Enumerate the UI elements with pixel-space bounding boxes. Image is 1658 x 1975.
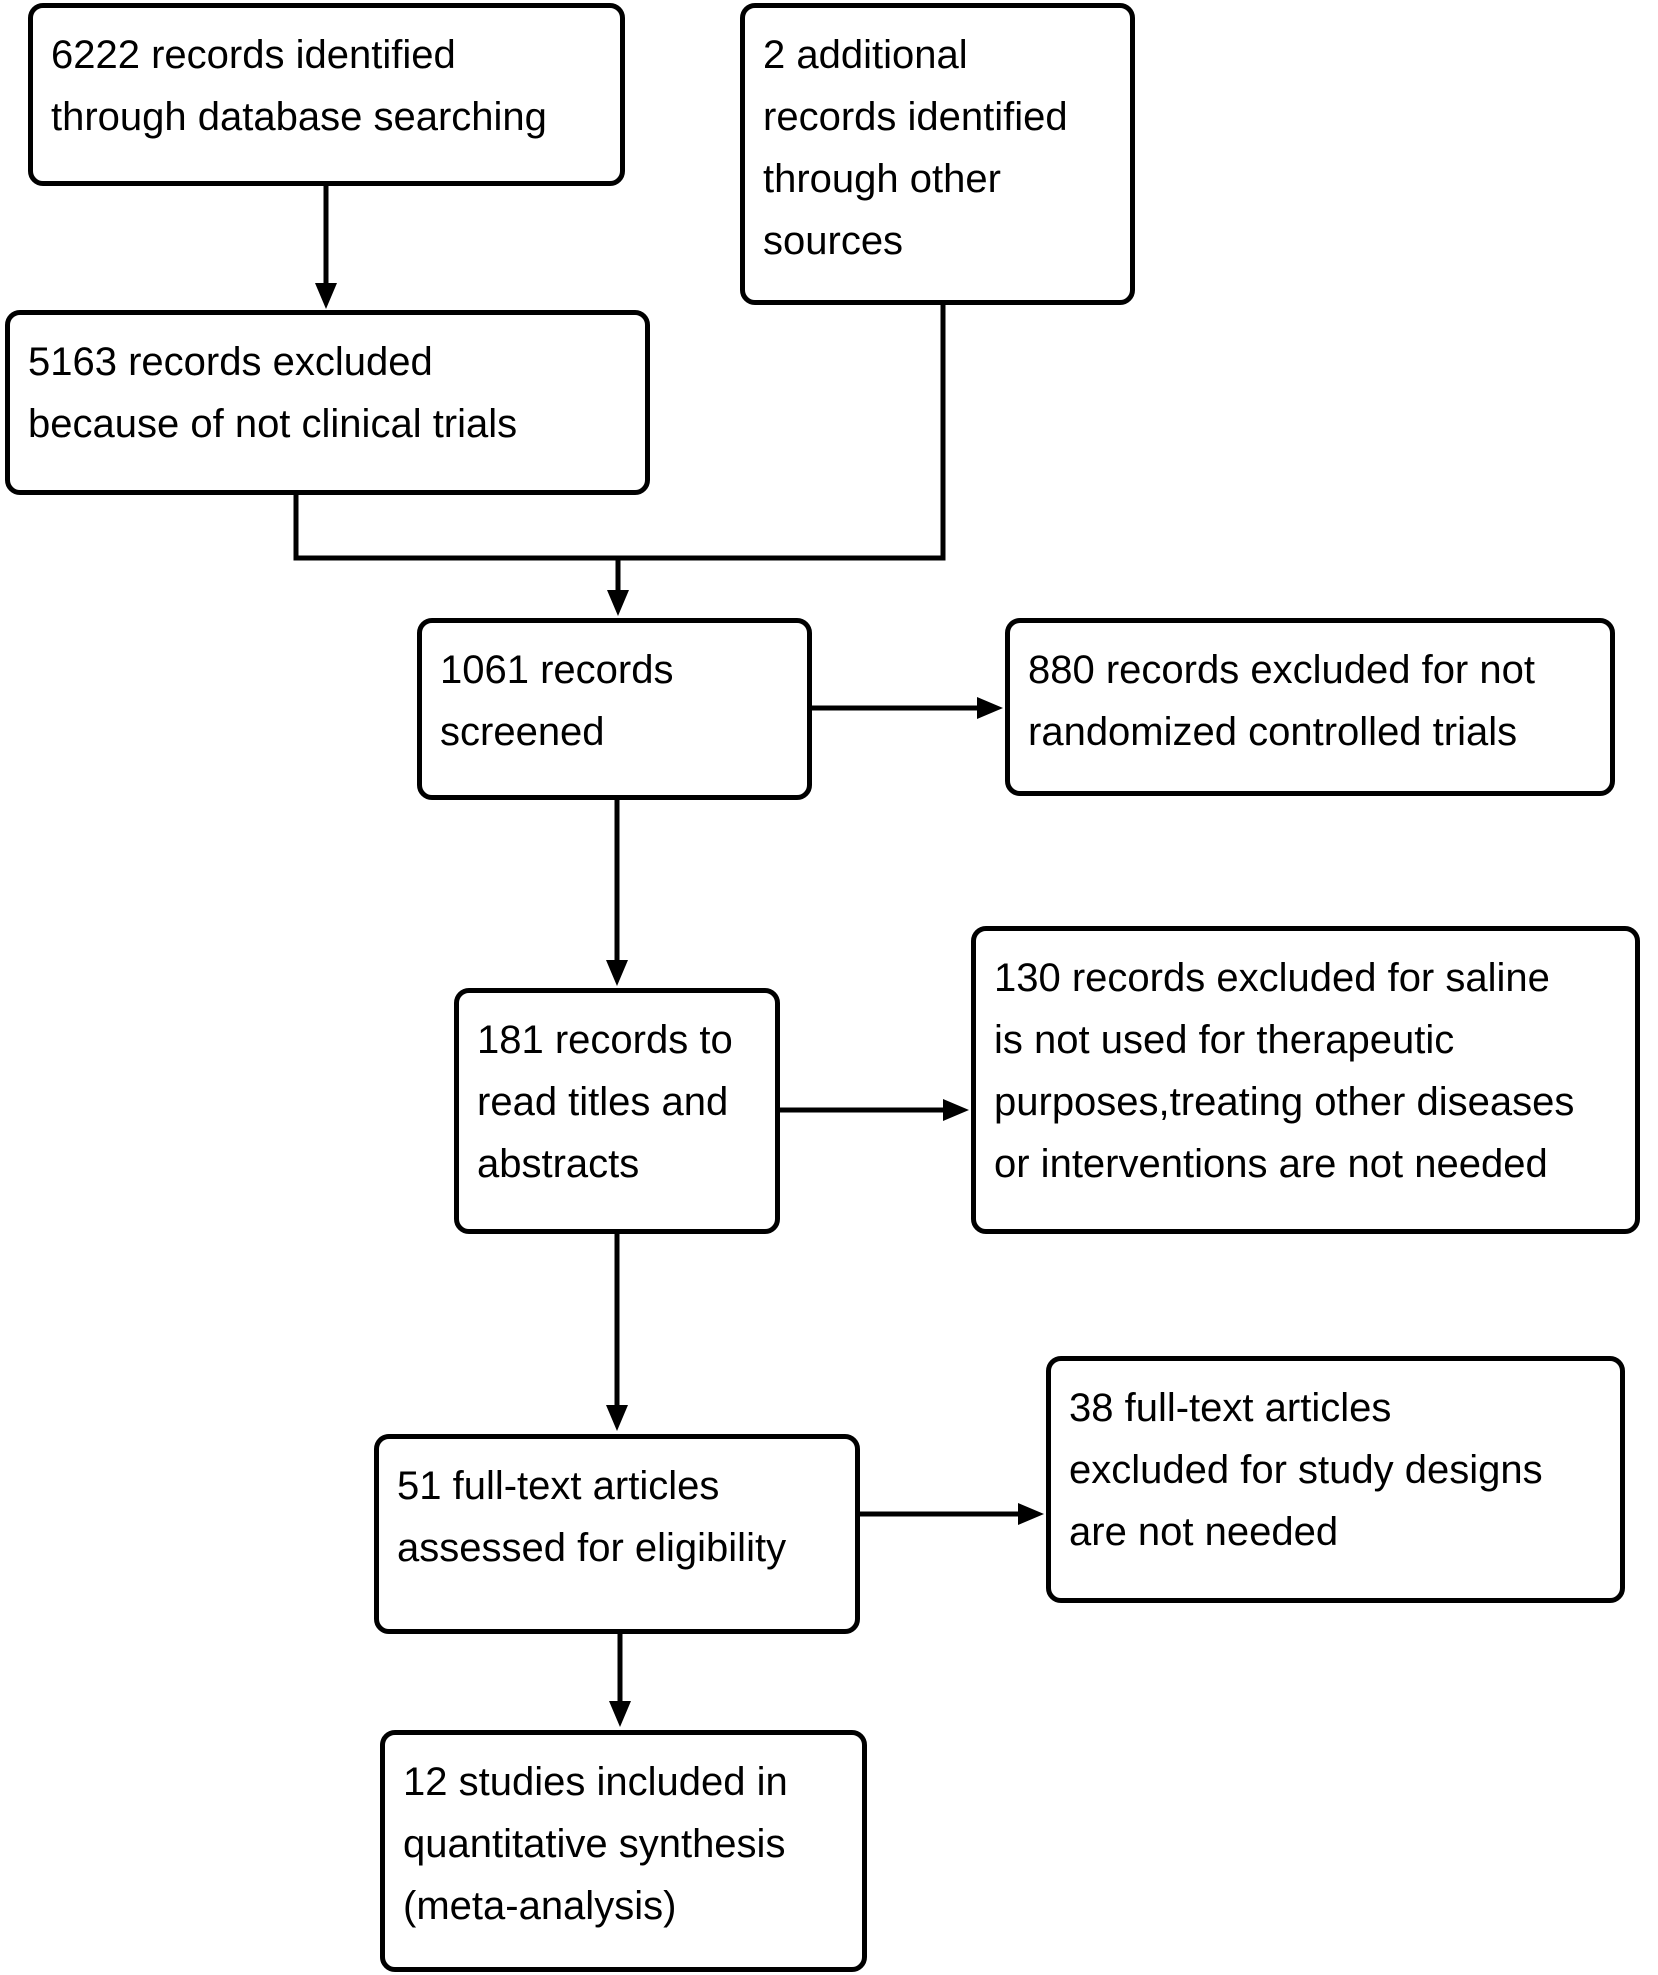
edge-screened-to-read-titles: [606, 800, 628, 986]
node-records-identified-other-sources: 2 additional records identified through …: [740, 3, 1135, 305]
edge-fulltext-to-excluded-design: [860, 1503, 1044, 1525]
node-records-excluded-not-clinical-trials: 5163 records excluded because of not cli…: [5, 310, 650, 495]
edge-fulltext-to-included: [609, 1634, 631, 1727]
edge-read-titles-to-fulltext: [606, 1234, 628, 1431]
edge-screened-to-excluded-not-rct: [812, 697, 1003, 719]
node-records-screened: 1061 records screened: [417, 618, 812, 800]
edge-identified-db-to-excluded-not-clinical: [315, 186, 337, 309]
node-records-excluded-not-rct: 880 records excluded for not randomized …: [1005, 618, 1615, 796]
edge-read-titles-to-excluded-saline: [780, 1099, 969, 1121]
node-records-read-titles-abstracts: 181 records to read titles and abstracts: [454, 988, 780, 1234]
node-fulltext-excluded-study-designs: 38 full-text articles excluded for study…: [1046, 1356, 1625, 1603]
node-fulltext-assessed-eligibility: 51 full-text articles assessed for eligi…: [374, 1434, 860, 1634]
edge-merge-to-screened: [293, 305, 946, 616]
node-records-excluded-saline-not-therapeutic: 130 records excluded for saline is not u…: [971, 926, 1640, 1234]
node-studies-included-meta-analysis: 12 studies included in quantitative synt…: [380, 1730, 867, 1972]
node-records-identified-database: 6222 records identified through database…: [28, 3, 625, 186]
